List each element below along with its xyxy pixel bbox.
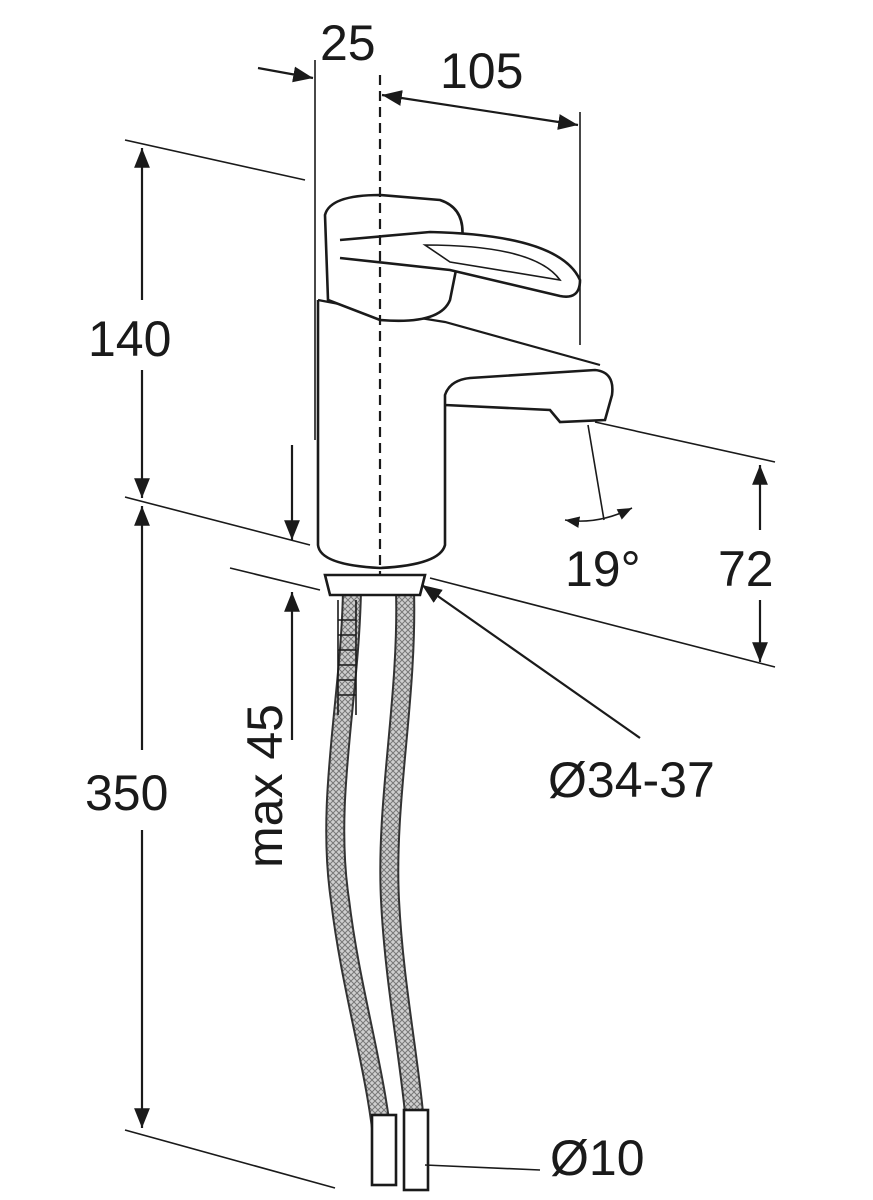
label-hose-diameter: Ø10	[550, 1130, 645, 1186]
label-hole-diameter: Ø34-37	[548, 752, 715, 808]
label-spout-angle: 19°	[565, 541, 641, 597]
hose-fitting-left	[370, 1113, 398, 1187]
label-hose-length: 350	[85, 765, 168, 821]
supply-hoses	[325, 589, 430, 1192]
hose-fitting-right	[402, 1108, 430, 1192]
label-height-above-deck: 140	[88, 311, 171, 367]
mounting-nut	[323, 573, 427, 597]
dimension-lines	[124, 60, 776, 1189]
label-offset-width: 25	[320, 15, 376, 71]
label-max-deck-thickness: max 45	[237, 704, 293, 868]
label-spout-height: 72	[718, 541, 774, 597]
label-spout-reach: 105	[440, 43, 523, 99]
threaded-rod	[338, 619, 356, 696]
faucet-body	[316, 75, 614, 597]
